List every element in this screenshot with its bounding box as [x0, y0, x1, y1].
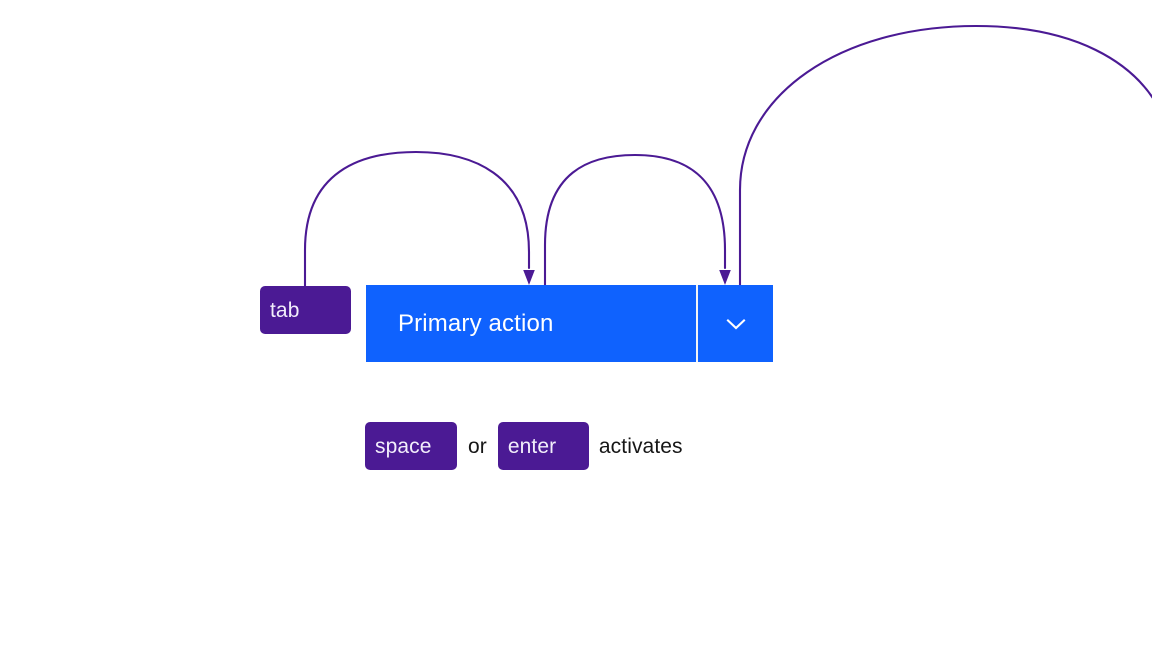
- activation-hint-row: space or enter activates: [365, 422, 683, 470]
- key-badge-tab-label: tab: [270, 298, 300, 322]
- split-button-divider: [696, 285, 698, 362]
- primary-action-button[interactable]: Primary action: [366, 285, 696, 362]
- dropdown-toggle-button[interactable]: [698, 285, 773, 362]
- activation-hint-activates: activates: [598, 434, 683, 458]
- chevron-down-icon: [721, 309, 751, 339]
- activation-hint-or: or: [468, 434, 487, 458]
- primary-action-label: Primary action: [398, 309, 554, 337]
- arrow-tab-to-primary-action: [303, 150, 535, 292]
- arrow-dropdown-toggle-to-next: [738, 24, 1152, 292]
- key-badge-enter-label: enter: [507, 434, 557, 458]
- arrow-primary-action-to-dropdown-toggle: [543, 153, 731, 292]
- key-badge-enter[interactable]: enter: [497, 422, 589, 470]
- key-badge-space-label: space: [375, 434, 432, 458]
- split-button-group: Primary action: [366, 285, 773, 362]
- key-badge-tab[interactable]: tab: [260, 286, 351, 334]
- key-badge-space[interactable]: space: [365, 422, 457, 470]
